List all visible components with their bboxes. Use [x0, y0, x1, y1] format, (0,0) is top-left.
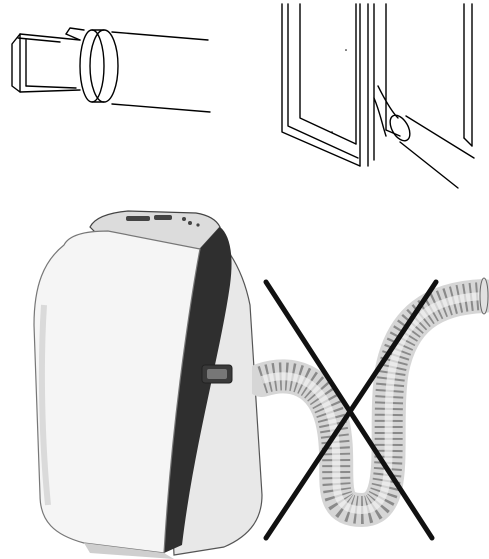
crossed-out-bent-hose-icon	[252, 270, 489, 559]
sliding-window-with-hose-icon	[268, 0, 489, 195]
window-drawing	[268, 0, 489, 195]
portable-air-conditioner-icon	[24, 205, 274, 559]
nozzle-drawing	[0, 0, 220, 125]
unit-drawing	[24, 205, 274, 559]
hose-drawing	[252, 270, 489, 559]
window-nozzle-adapter-icon	[0, 0, 220, 125]
